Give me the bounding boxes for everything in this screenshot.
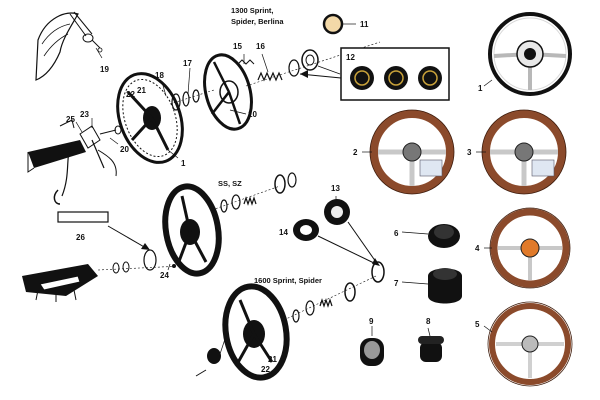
leader-lines [75, 23, 493, 355]
photo-wood-wheel-5 [487, 301, 573, 387]
callout-22-top: 22 [126, 90, 135, 99]
callout-1-exploded: 1 [181, 159, 186, 168]
photo-wood-wheel-2 [369, 109, 455, 195]
callout-13: 13 [331, 184, 340, 193]
callout-1-photo: 1 [478, 84, 483, 93]
callout-4: 4 [475, 244, 480, 253]
callout-3: 3 [467, 148, 472, 157]
photo-hub-adapters [360, 224, 462, 366]
heading-1300-line2: Spider, Berlina [231, 17, 284, 26]
exploded-wheel-1300 [116, 72, 184, 164]
lower-column-housing [22, 249, 183, 302]
callout-17: 17 [183, 59, 192, 68]
heading-1600-sprint: 1600 Sprint, Spider [254, 276, 322, 285]
heading-ss-sz: SS, SZ [218, 179, 242, 188]
callout-10: 10 [248, 110, 257, 119]
callout-8: 8 [426, 317, 431, 326]
callout-15: 15 [233, 42, 242, 51]
callout-12: 12 [346, 53, 355, 62]
callout-21-top: 21 [137, 86, 146, 95]
photo-black-wheel [488, 12, 572, 96]
callout-6: 6 [394, 229, 399, 238]
callout-18: 18 [155, 71, 164, 80]
callout-23: 23 [80, 110, 89, 119]
callout-24: 24 [160, 271, 169, 280]
callout-26: 26 [76, 233, 85, 242]
callout-19: 19 [100, 65, 109, 74]
callout-16: 16 [256, 42, 265, 51]
heading-1300-line1: 1300 Sprint, [231, 6, 274, 15]
column-switch-assembly [27, 119, 122, 223]
callout-20: 20 [120, 145, 129, 154]
wheel-1600-sprint [195, 261, 385, 381]
horn-badge-set-box [299, 47, 450, 101]
callout-21-bottom: 21 [268, 355, 277, 364]
callout-25: 25 [66, 115, 75, 124]
callout-5: 5 [475, 320, 480, 329]
callout-2: 2 [353, 148, 358, 157]
callout-14: 14 [279, 228, 288, 237]
callout-11: 11 [360, 20, 369, 29]
dashboard-column-sketch [35, 11, 103, 81]
photo-wood-wheel-4 [489, 207, 571, 289]
callout-7: 7 [394, 279, 399, 288]
photo-wood-wheel-3 [481, 109, 567, 195]
horn-pads-13-14 [293, 199, 380, 266]
callout-9: 9 [369, 317, 374, 326]
arrow-26-to-column [107, 225, 150, 250]
hub-components-row [169, 89, 215, 111]
wheel-ss-sz [162, 172, 297, 277]
callout-22-bottom: 22 [261, 365, 270, 374]
